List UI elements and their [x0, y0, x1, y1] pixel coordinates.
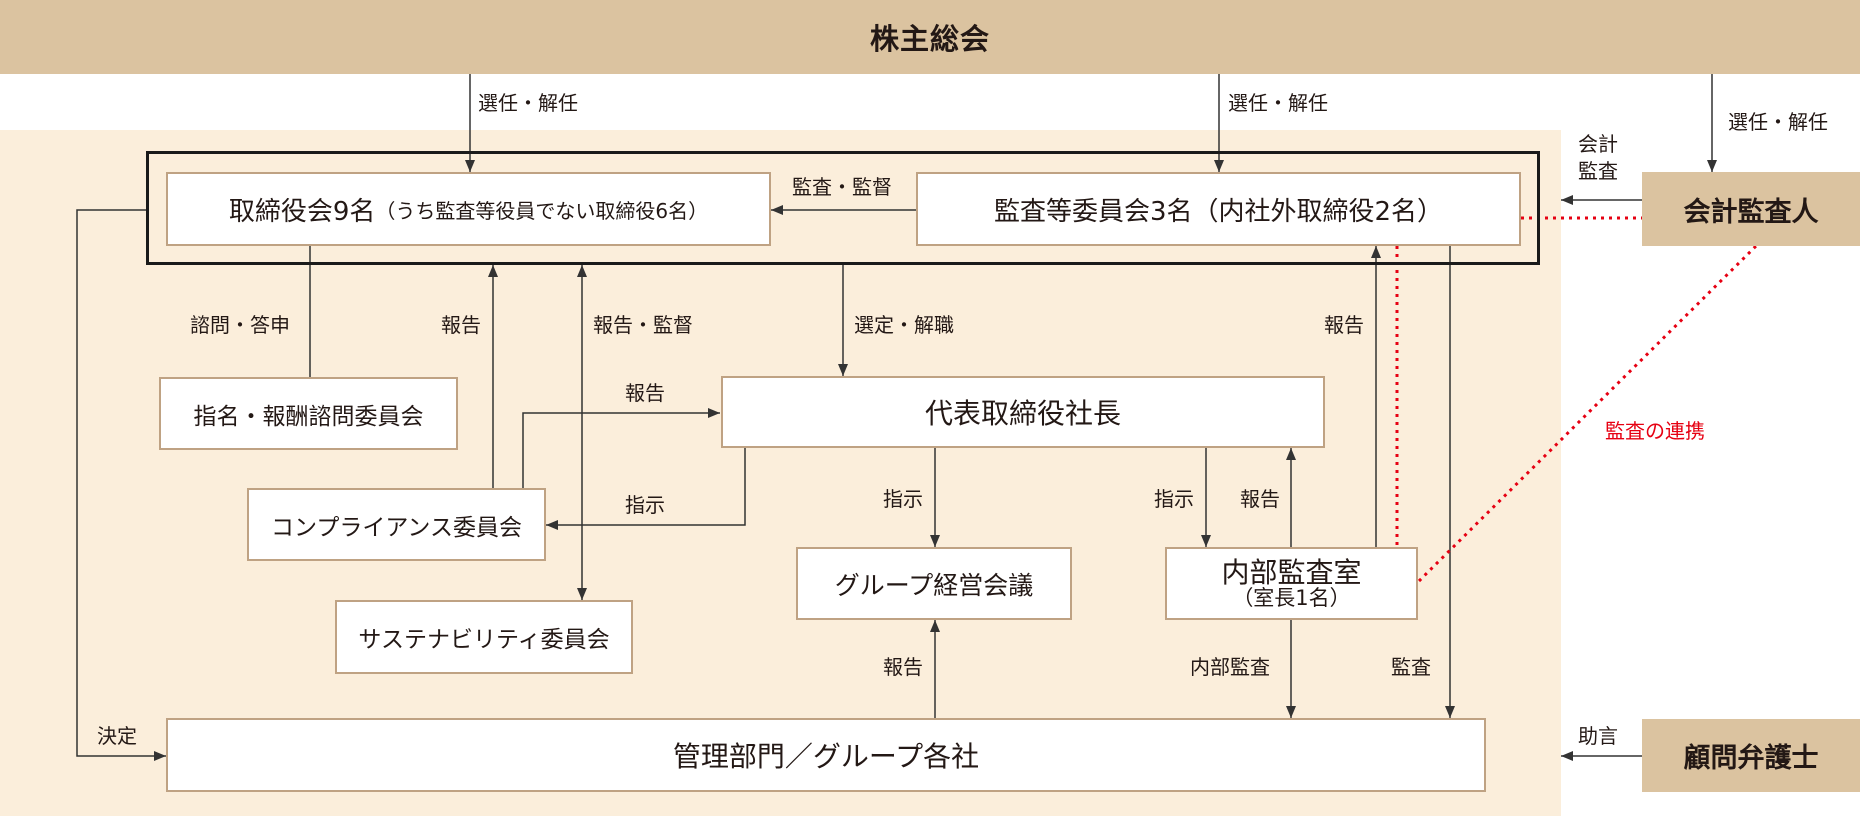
audit-cooperation-label: 監査の連携 [1605, 419, 1705, 443]
president-box: 代表取締役社長 [721, 376, 1325, 448]
accounting-audit-label: 会計 監査 [1578, 131, 1618, 185]
sustainability-committee-title: サステナビリティ委員会 [358, 627, 610, 653]
decision-label: 決定 [97, 724, 137, 748]
compliance-committee-box: コンプライアンス委員会 [247, 488, 546, 561]
instruct-compliance-arrow [546, 448, 746, 530]
board-of-directors-box: 取締役会9名（うち監査等役員でない取締役6名） [166, 172, 771, 246]
group-meeting-title: グループ経営会議 [834, 570, 1034, 600]
audit-supervise-label: 監査・監督 [792, 175, 892, 199]
president-title: 代表取締役社長 [924, 397, 1121, 430]
legal-advisor-title: 顧問弁護士 [1683, 743, 1819, 774]
accounting-auditor-box: 会計監査人 [1642, 172, 1860, 246]
nomination-committee-title: 指名・報酬諮問委員会 [193, 403, 424, 430]
elect-audit-committee-label: 選任・解任 [1228, 91, 1328, 115]
elect-accounting-auditor-label: 選任・解任 [1728, 110, 1828, 134]
instruct-internal-audit-label: 指示 [1154, 487, 1194, 511]
instruct-compliance-label: 指示 [625, 493, 665, 517]
internal-audit-label: 内部監査 [1190, 655, 1270, 679]
select-dismiss-label: 選定・解職 [854, 313, 954, 337]
elect-board-label: 選任・解任 [478, 91, 578, 115]
report-compliance-to-board-label: 報告 [441, 313, 481, 337]
nomination-committee-box: 指名・報酬諮問委員会 [159, 377, 458, 450]
report-management-to-group-label: 報告 [883, 655, 923, 679]
accounting-auditor-title: 会計監査人 [1683, 196, 1819, 228]
management-title: 管理部門／グループ各社 [672, 740, 980, 773]
sustainability-committee-box: サステナビリティ委員会 [335, 600, 633, 674]
audit-label: 監査 [1391, 655, 1431, 679]
decision-arrow [76, 209, 166, 761]
report-internal-to-audit-committee-label: 報告 [1324, 313, 1364, 337]
compliance-committee-title: コンプライアンス委員会 [271, 514, 522, 541]
internal-audit-note: （室長1名） [1232, 586, 1351, 611]
audit-committee-title: 監査等委員会3名（内社外取締役2名） [993, 196, 1444, 227]
internal-audit-box: 内部監査室 （室長1名） [1165, 547, 1418, 620]
group-meeting-box: グループ経営会議 [796, 547, 1072, 620]
legal-advisor-box: 顧問弁護士 [1642, 719, 1860, 792]
board-title: 取締役会9名 [228, 196, 376, 227]
advice-label: 助言 [1578, 724, 1618, 748]
board-group-frame [146, 151, 1540, 265]
audit-committee-box: 監査等委員会3名（内社外取締役2名） [916, 172, 1521, 246]
accounting-audit-label-line1: 会計 [1578, 132, 1618, 156]
internal-audit-title: 内部監査室 [1221, 555, 1362, 589]
report-compliance-to-president-label: 報告 [625, 381, 665, 405]
report-internal-to-president-label: 報告 [1240, 487, 1280, 511]
accounting-audit-label-line2: 監査 [1578, 159, 1618, 183]
consult-reply-label: 諮問・答申 [190, 313, 290, 337]
report-supervise-sustainability-label: 報告・監督 [593, 313, 693, 337]
audit-cooperation-dotted-diagonal [1417, 244, 1758, 583]
shareholders-meeting-header: 株主総会 [0, 0, 1860, 74]
board-note: （うち監査等役員でない取締役6名） [375, 198, 709, 223]
report-compliance-to-president-arrow [522, 408, 720, 488]
shareholders-meeting-title: 株主総会 [869, 22, 990, 56]
instruct-group-meeting-label: 指示 [883, 487, 923, 511]
management-box: 管理部門／グループ各社 [166, 718, 1486, 792]
